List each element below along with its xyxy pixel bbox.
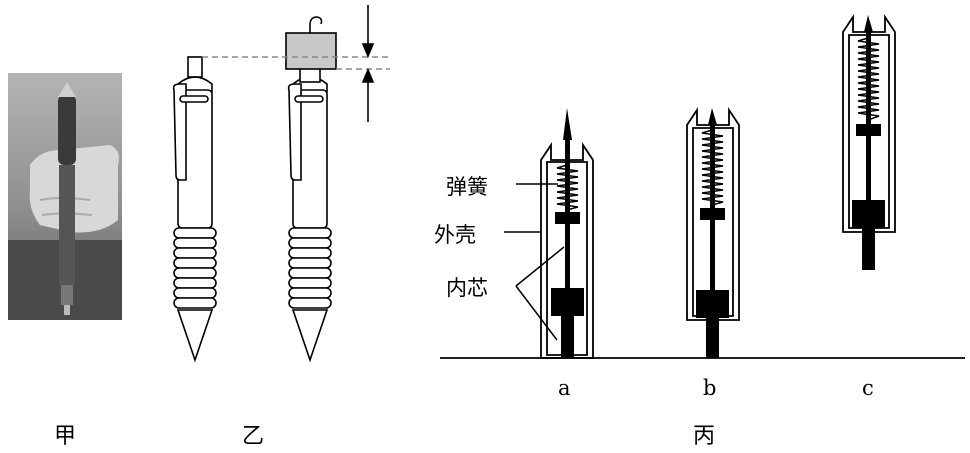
mechanism-a-core-rod [565,140,570,358]
mechanism-c-core-rod [866,32,871,202]
pen-1-grip [173,227,217,309]
pen-1-clip [172,83,187,181]
mechanism-c-spring [857,37,880,121]
mechanism-b-core-block [696,290,729,318]
mechanism-a-core-tip [563,108,572,140]
mechanism-b-core-tip [708,108,717,125]
label-subfigure-c: c [862,376,874,400]
label-subfigure-a: a [558,376,571,400]
dashed-reference-lines [202,56,390,70]
pen-2-clip [287,83,302,181]
mechanism-a-core-block [551,288,584,316]
pen-1 [172,56,217,363]
mechanism-c-core-tip [864,15,873,32]
label-spring: 弹簧 [446,175,488,199]
weight-block [285,16,337,70]
mechanism-b-collar [700,208,725,220]
pen-2-button [299,67,321,83]
mechanism-a [540,108,594,359]
label-subfigure-b: b [703,376,717,400]
pen-1-tip [176,309,214,363]
pen-2 [287,67,332,363]
label-shell: 外壳 [434,223,476,247]
pen-1-button [187,56,203,78]
mechanism-c-core-block [852,200,885,228]
weight-hook [309,16,323,33]
caption-bing: 丙 [693,424,716,449]
mechanism-a-spring [556,164,579,211]
label-core: 内芯 [446,276,488,300]
mechanism-b [686,107,740,358]
pen-2-tip [291,309,329,363]
mechanism-a-collar [555,212,580,224]
leader-core-1 [515,246,565,287]
photo-hand-holding-pen [8,73,122,320]
leader-core-2 [515,285,558,341]
mechanism-b-spring [701,129,724,206]
caption-yi: 乙 [242,424,265,449]
leader-lines [504,183,565,341]
pen-2-grip [288,227,332,309]
mechanism-c-collar [856,124,881,136]
mechanism-c [842,14,896,270]
caption-jia: 甲 [54,424,77,449]
displacement-arrows [361,5,375,122]
